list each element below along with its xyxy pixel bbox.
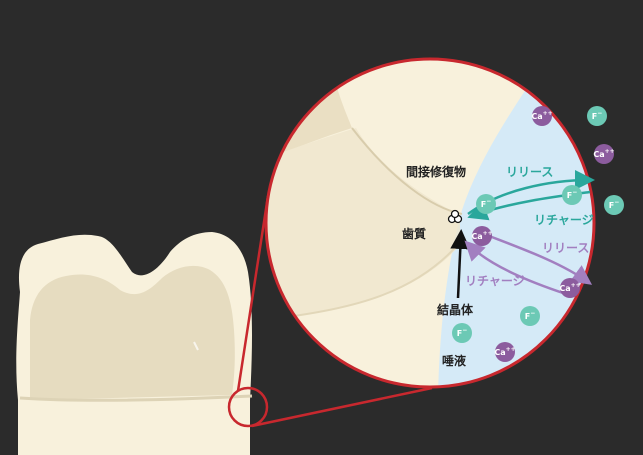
label-tooth: 歯質: [402, 226, 426, 241]
ca-ion: Ca++: [593, 144, 614, 164]
tooth-illustration: [16, 232, 252, 455]
f-ion: F−: [562, 185, 582, 205]
f-ion: F−: [452, 323, 472, 343]
f-ion: F−: [587, 106, 607, 126]
label-crystal: 結晶体: [437, 302, 474, 317]
label-saliva: 唾液: [442, 353, 466, 368]
f-ion: F−: [476, 194, 496, 214]
label-restoration: 間接修復物: [406, 164, 466, 179]
label-release-bottom: リリース: [542, 241, 589, 255]
label-release-top: リリース: [506, 165, 553, 179]
f-ion: F−: [520, 306, 540, 326]
f-ion: F−: [604, 195, 624, 215]
zoom-line-bottom: [252, 388, 432, 426]
label-recharge-top: リチャージ: [534, 213, 594, 227]
label-recharge-bottom: リチャージ: [465, 274, 525, 288]
